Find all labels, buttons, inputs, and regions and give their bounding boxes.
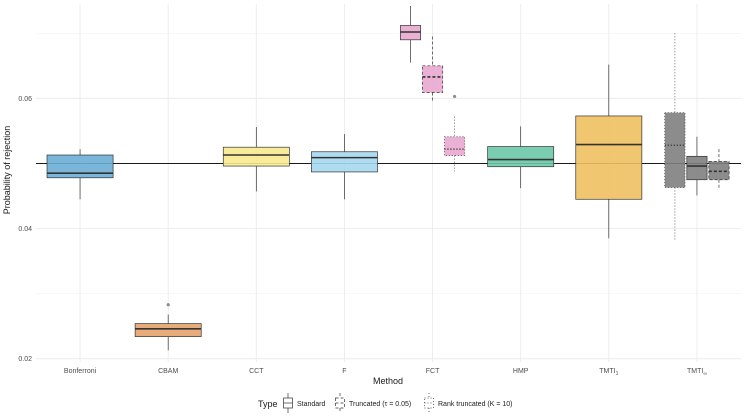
legend-key <box>283 393 293 413</box>
box-body <box>664 112 686 188</box>
x-tick-subscript: ∞ <box>703 371 707 377</box>
legend-label: Standard <box>297 401 326 408</box>
y-axis-title: Probability of rejection <box>2 126 12 215</box>
box-group <box>311 134 378 200</box>
y-tick-label: 0.04 <box>18 226 32 233</box>
box-layer <box>46 5 730 351</box>
legend-title: Type <box>258 399 278 409</box>
x-tick-label: FCT <box>426 368 440 375</box>
box-group <box>487 126 555 189</box>
x-tick-label: Bonferroni <box>64 368 97 375</box>
x-tick-label: HMP <box>513 368 529 375</box>
box-body <box>686 155 708 181</box>
x-tick-label: F <box>342 368 346 375</box>
box-group <box>222 127 290 192</box>
legend-label: Rank truncated (K = 10) <box>438 401 513 408</box>
box-body <box>311 151 378 173</box>
box-body <box>575 115 643 200</box>
legend-key <box>424 393 434 413</box>
legend: Type Standard Truncated (τ = 0.05) Rank tr… <box>258 393 513 413</box>
y-tick-label: 0.06 <box>18 96 32 103</box>
outlier-point <box>452 94 457 99</box>
box-body <box>222 146 290 167</box>
box-group <box>575 64 643 239</box>
box-group <box>46 149 114 200</box>
x-axis-title: Method <box>373 376 403 386</box>
box-group <box>400 5 422 63</box>
legend-label: Truncated (τ = 0.05) <box>349 401 411 408</box>
outlier-point <box>166 303 170 307</box>
box-group <box>708 149 730 189</box>
box-body <box>422 65 444 93</box>
x-tick-label: TMTI1 <box>599 368 618 377</box>
box-group <box>686 136 708 196</box>
legend-key <box>335 393 345 413</box>
x-tick-label: CBAM <box>158 368 178 375</box>
x-tick-label: CCT <box>249 368 264 375</box>
box-group <box>664 33 686 241</box>
x-tick-subscript: 1 <box>616 371 619 377</box>
box-group <box>422 36 444 102</box>
box-group <box>134 303 202 351</box>
y-tick-label: 0.02 <box>18 356 32 363</box>
box-group <box>444 94 466 172</box>
box-body <box>444 136 466 157</box>
box-body <box>46 154 114 179</box>
x-tick-label: TMTI∞ <box>687 368 707 377</box>
box-body <box>487 146 555 168</box>
legend-key-box <box>424 397 434 409</box>
box-body <box>134 323 202 337</box>
